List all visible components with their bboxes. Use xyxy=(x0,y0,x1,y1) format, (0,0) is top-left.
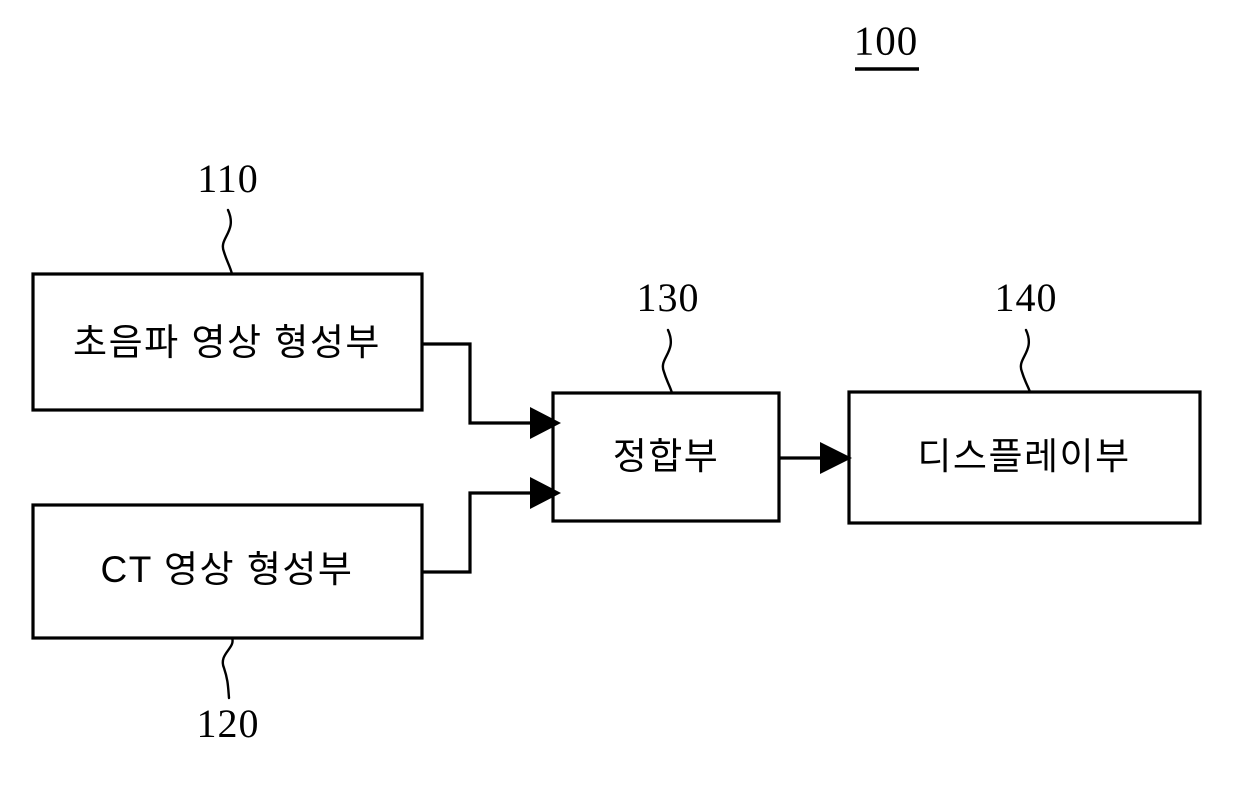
block-ct-image-former-label: CT 영상 형성부 xyxy=(101,549,354,590)
arrow-head-ct-to-registration xyxy=(530,477,561,509)
block-display-unit[interactable]: 디스플레이부 xyxy=(847,390,1202,525)
connector-ct-to-registration-path xyxy=(422,491,537,574)
ref-number-140: 140 xyxy=(995,275,1058,320)
figure-title: 100 xyxy=(854,17,919,63)
leader-line-110 xyxy=(221,208,234,276)
ref-number-130: 130 xyxy=(637,275,700,320)
connector-ct-to-registration xyxy=(422,477,561,574)
connector-ultrasound-to-registration-path xyxy=(422,342,537,425)
ref-number-120: 120 xyxy=(197,701,260,746)
connector-ultrasound-to-registration xyxy=(422,342,561,439)
block-registration-unit[interactable]: 정합부 xyxy=(551,391,781,523)
ref-number-110: 110 xyxy=(197,156,259,201)
leader-line-130 xyxy=(661,328,674,395)
block-display-unit-label: 디스플레이부 xyxy=(917,436,1130,477)
leader-line-140 xyxy=(1019,328,1032,394)
block-display-unit-rect[interactable] xyxy=(847,390,1202,525)
block-ct-image-former[interactable]: CT 영상 형성부 xyxy=(31,503,424,640)
arrow-head-ultrasound-to-registration xyxy=(530,407,561,439)
block-registration-unit-rect[interactable] xyxy=(551,391,781,523)
leader-line-120 xyxy=(221,636,234,700)
connector-registration-to-display xyxy=(779,442,852,474)
block-ultrasound-image-former[interactable]: 초음파 영상 형성부 xyxy=(31,272,424,412)
arrow-head-registration-to-display xyxy=(820,442,852,474)
block-ct-image-former-rect[interactable] xyxy=(31,503,424,640)
figure-title-group: 100 xyxy=(854,17,919,71)
block-ultrasound-image-former-label: 초음파 영상 형성부 xyxy=(73,322,381,363)
block-ultrasound-image-former-rect[interactable] xyxy=(31,272,424,412)
block-registration-unit-label: 정합부 xyxy=(613,436,720,477)
